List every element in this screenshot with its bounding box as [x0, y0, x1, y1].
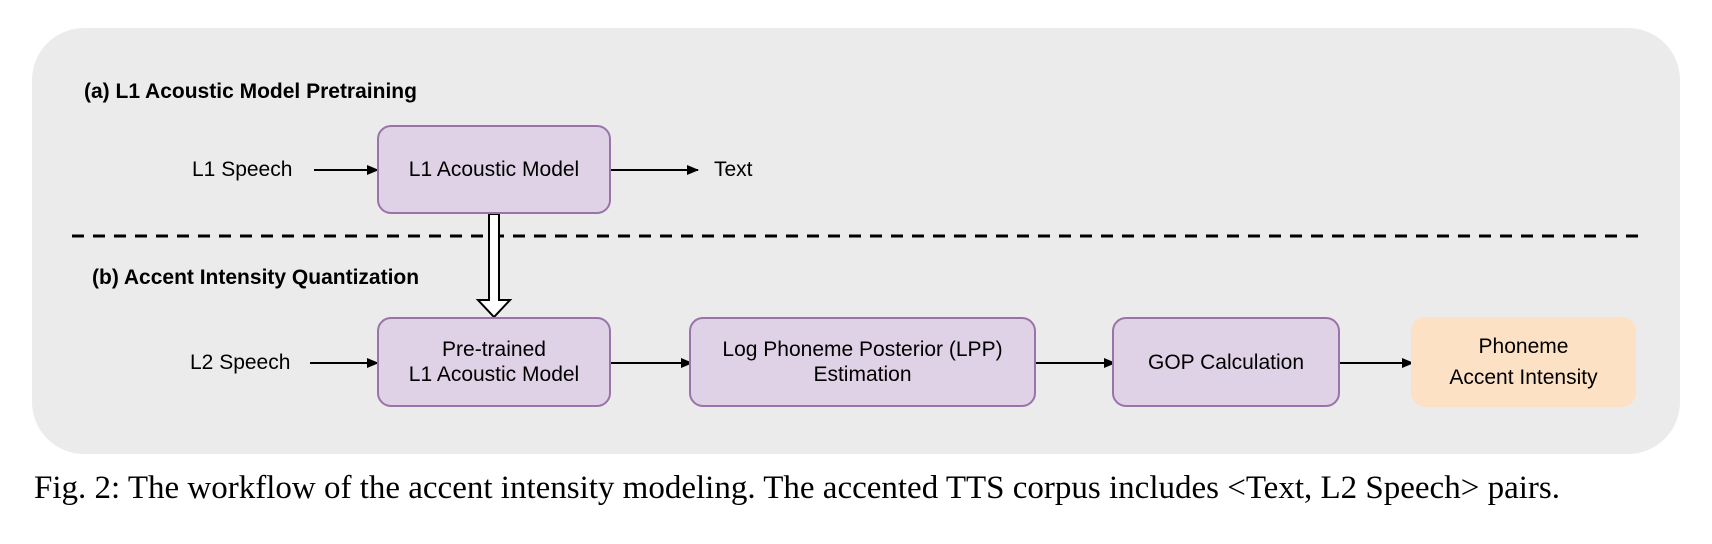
l1-acoustic-model-box: L1 Acoustic Model — [377, 125, 611, 214]
text-output-label: Text — [714, 158, 753, 181]
pretrained-model-box: Pre-trained L1 Acoustic Model — [377, 317, 611, 407]
accent-intensity-output-box: Phoneme Accent Intensity — [1411, 317, 1636, 407]
pretrained-model-line2: L1 Acoustic Model — [408, 363, 580, 386]
lpp-estimation-line2: Estimation — [813, 363, 912, 386]
section-b-title: (b) Accent Intensity Quantization — [92, 266, 420, 289]
section-a-title: (a) L1 Acoustic Model Pretraining — [84, 80, 417, 103]
gop-calculation-box: GOP Calculation — [1112, 317, 1340, 407]
lpp-estimation-box: Log Phoneme Posterior (LPP) Estimation — [689, 317, 1036, 407]
accent-intensity-line2: Accent Intensity — [1449, 366, 1598, 389]
figure-caption: Fig. 2: The workflow of the accent inten… — [34, 470, 1560, 506]
l1-acoustic-model-label: L1 Acoustic Model — [408, 158, 580, 181]
lpp-estimation-line1: Log Phoneme Posterior (LPP) — [722, 338, 1003, 361]
accent-intensity-line1: Phoneme — [1478, 335, 1569, 358]
gop-calculation-label: GOP Calculation — [1147, 350, 1305, 374]
pretrained-model-line1: Pre-trained — [442, 338, 546, 361]
transfer-arrow — [475, 213, 513, 319]
l1-speech-label: L1 Speech — [192, 158, 293, 181]
l2-speech-label: L2 Speech — [190, 351, 291, 374]
